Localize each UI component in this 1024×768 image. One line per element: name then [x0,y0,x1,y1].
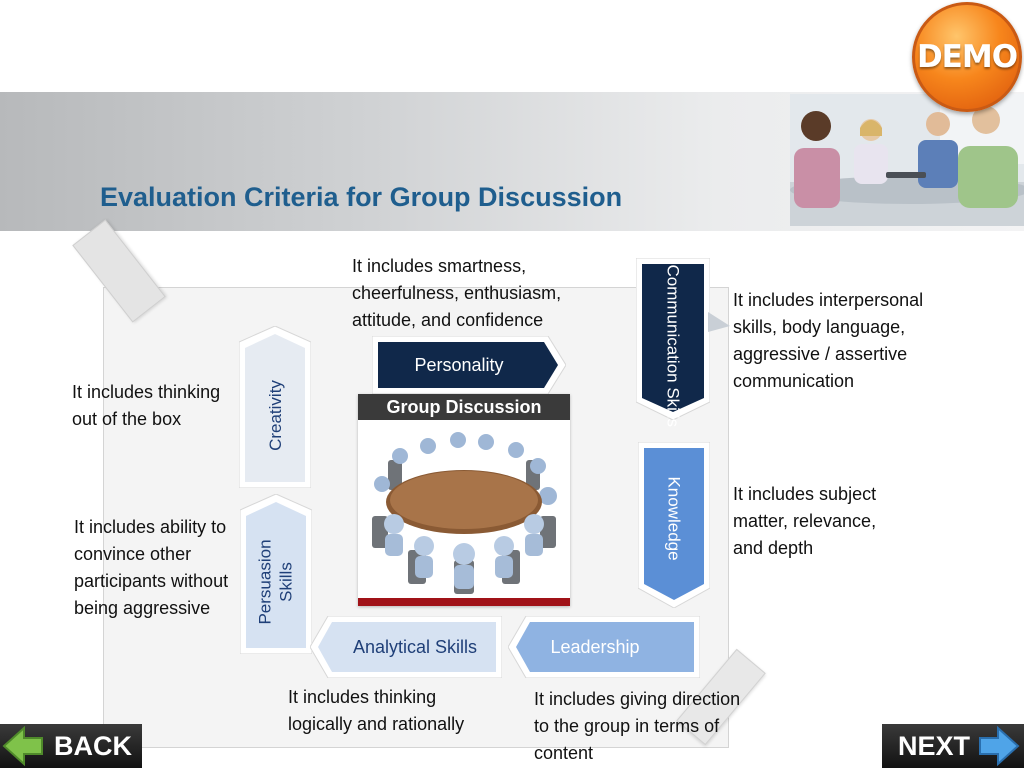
leadership-criterion: Leadership [508,616,700,678]
knowledge-label: Knowledge [664,475,684,561]
knowledge-criterion: Knowledge [638,442,710,608]
creativity-description: It includes thinking out of the box [72,382,221,429]
communication-pointer [708,312,730,337]
persuasion-skills-label: Persuasion Skills [256,539,296,625]
communication-description: It includes interpersonal skills, body l… [733,290,924,391]
group-discussion-caption: Group Discussion [358,394,570,420]
back-button[interactable]: BACK [0,724,142,768]
group-discussion-image: Group Discussion [358,394,570,606]
knowledge-description: It includes subject matter, relevance, a… [733,484,877,558]
leadership-label: Leadership [550,636,640,657]
communication-skills-label: Communication Skills [663,264,683,427]
analytical-skills-label: Analytical Skills [352,636,478,657]
arrow-right-icon [979,726,1020,766]
leadership-description: It includes giving direction to the grou… [534,689,741,763]
personality-description: It includes smartness, cheerfulness, ent… [352,256,562,330]
demo-badge-label: DEMO [916,39,1018,75]
meeting-photo [790,94,1024,226]
demo-badge: DEMO [912,2,1022,112]
personality-criterion: Personality [372,336,566,394]
persuasion-description: It includes ability to convince other pa… [74,517,229,618]
next-button[interactable]: NEXT [882,724,1024,768]
round-table-illustration [358,420,570,606]
persuasion-skills-criterion: Persuasion Skills [240,494,312,654]
slide-title: Evaluation Criteria for Group Discussion [100,182,623,212]
creativity-criterion: Creativity [239,326,311,488]
back-button-label: BACK [54,730,132,761]
communication-skills-criterion: Communication Skills [636,258,710,427]
analytical-skills-criterion: Analytical Skills [310,616,502,678]
analytical-description: It includes thinking logically and ratio… [288,687,465,734]
arrow-left-icon [2,726,43,766]
creativity-label: Creativity [265,379,285,451]
personality-label: Personality [414,354,504,375]
next-button-label: NEXT [898,730,971,761]
